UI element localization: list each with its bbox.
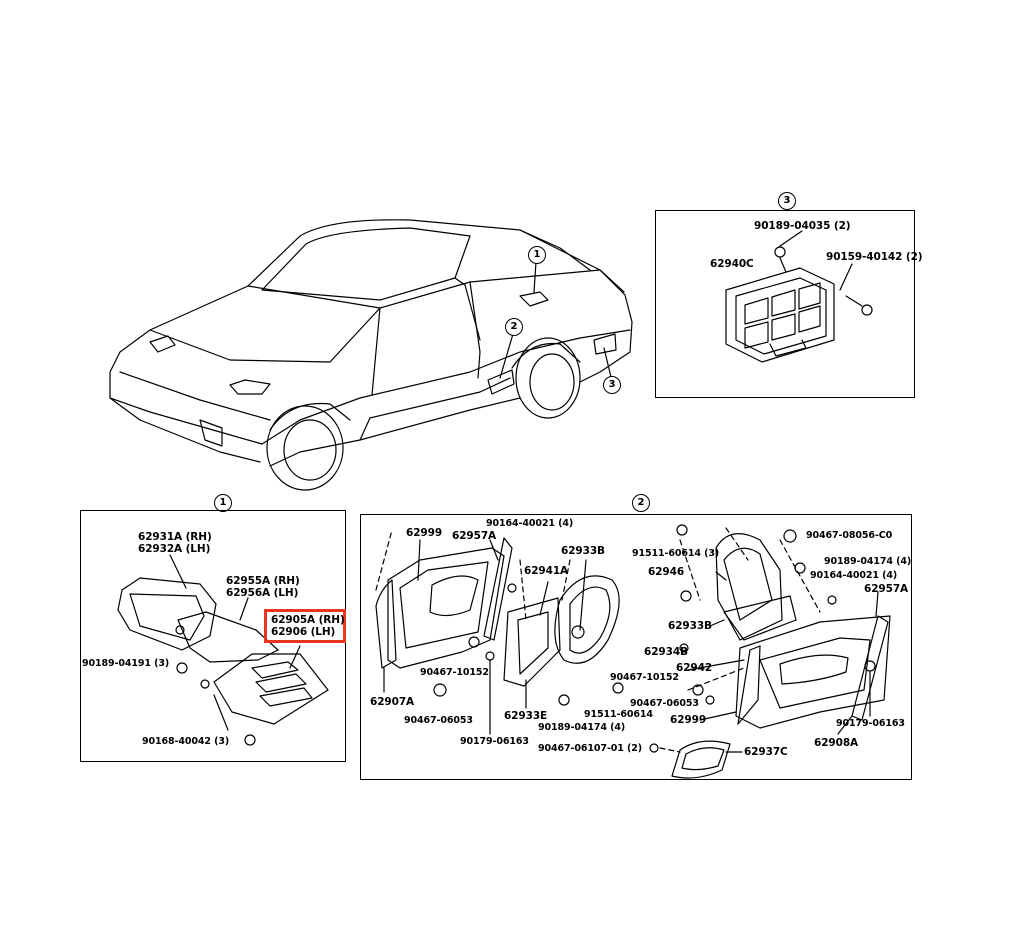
label-90189-04035: 90189-04035 (2) (754, 220, 851, 232)
label-62934b: 62934B (644, 646, 688, 658)
label-90179-06163-right: 90179-06163 (836, 718, 905, 729)
label-62999-right: 62999 (670, 714, 707, 726)
panel2-frame (360, 514, 912, 780)
panel3-title: 3 (778, 192, 796, 210)
panel1-drawing (117, 554, 329, 746)
label-62933e: 62933E (504, 710, 548, 722)
label-90189-04174-right: 90189-04174 (4) (824, 556, 912, 567)
label-62932a: 62932A (LH) (138, 543, 211, 555)
label-90467-06053-left: 90467-06053 (404, 715, 473, 726)
label-62957a-right: 62957A (864, 583, 909, 595)
label-62940c: 62940C (710, 258, 754, 270)
label-62907a: 62907A (370, 696, 415, 708)
label-62956a: 62956A (LH) (226, 587, 299, 599)
label-62937c: 62937C (744, 746, 788, 758)
label-62941a: 62941A (524, 565, 569, 577)
label-90467-10152-right: 90467-10152 (610, 672, 679, 683)
label-90467-10152-left: 90467-10152 (420, 667, 489, 678)
label-62942: 62942 (676, 662, 713, 674)
label-90168-40042: 90168-40042 (3) (142, 736, 230, 747)
panel2-title: 2 (632, 494, 650, 512)
label-62931a: 62931A (RH) (138, 531, 212, 543)
label-62957a-left: 62957A (452, 530, 497, 542)
panel2-drawing (375, 524, 891, 779)
car-illustration (109, 219, 633, 491)
label-90189-04174-left: 90189-04174 (4) (538, 722, 626, 733)
label-62946: 62946 (648, 566, 685, 578)
label-90164-40021-right: 90164-40021 (4) (810, 570, 898, 581)
label-62906: 62906 (LH) (271, 626, 336, 638)
label-90467-06053-right: 90467-06053 (630, 698, 699, 709)
label-62955a: 62955A (RH) (226, 575, 300, 587)
label-62999-left: 62999 (406, 527, 443, 539)
callout-1: 1 (528, 246, 546, 264)
label-90164-40021-left: 90164-40021 (4) (486, 518, 574, 529)
panel3-drawing (725, 230, 873, 363)
callout-2: 2 (505, 318, 523, 336)
label-91511-60614-right: 91511-60614 (3) (632, 548, 720, 559)
label-90467-08056-c0: 90467-08056-C0 (806, 530, 893, 541)
label-62933b-left: 62933B (561, 545, 605, 557)
label-90179-06163-left: 90179-06163 (460, 736, 529, 747)
label-90159-40142: 90159-40142 (2) (826, 251, 923, 263)
label-90467-06107-01: 90467-06107-01 (2) (538, 743, 643, 754)
label-91511-60614-left: 91511-60614 (584, 709, 653, 720)
label-90189-04191: 90189-04191 (3) (82, 658, 170, 669)
highlighted-part-box[interactable] (264, 609, 346, 643)
callout-3: 3 (603, 376, 621, 394)
panel1-title: 1 (214, 494, 232, 512)
label-62933b-right: 62933B (668, 620, 712, 632)
label-62908a: 62908A (814, 737, 859, 749)
panel3-frame (655, 210, 915, 398)
label-62905a: 62905A (RH) (271, 614, 345, 626)
